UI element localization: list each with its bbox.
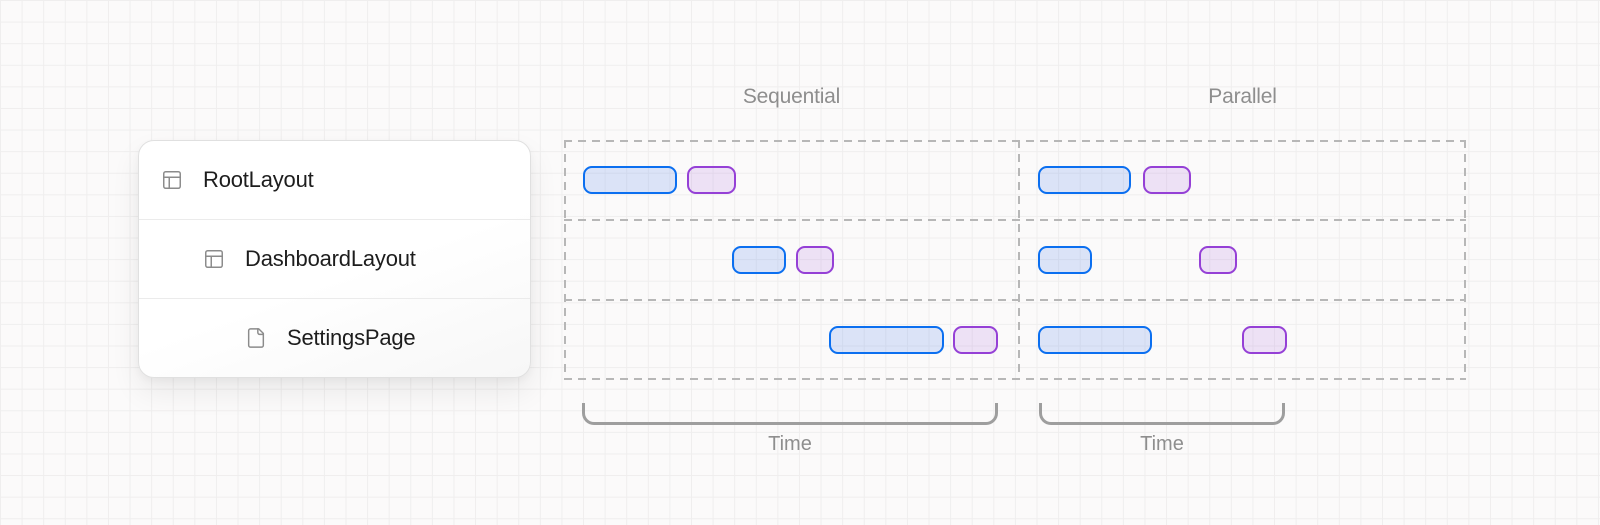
panels-top-left-icon [161, 169, 183, 191]
dashed-column-divider [1018, 140, 1020, 380]
dashed-border-bottom [564, 378, 1466, 380]
render-timeline-diagram: Sequential Parallel Time Time [564, 85, 1466, 455]
sequential-column-label: Sequential [742, 85, 841, 108]
tree-row-label: SettingsPage [287, 325, 416, 350]
sequential-time-bracket: Time [582, 403, 998, 455]
sequential-row3-purple-bar [953, 326, 998, 354]
parallel-row3-blue-bar [1038, 326, 1152, 354]
sequential-row1-purple-bar [687, 166, 736, 194]
parallel-timeline-column [1019, 140, 1466, 380]
dashed-border-right [1464, 140, 1466, 380]
file-icon [245, 327, 267, 349]
sequential-row2-purple-bar [796, 246, 834, 274]
parallel-row1-purple-bar [1143, 166, 1191, 194]
tree-row-dashboardlayout: DashboardLayout [139, 219, 530, 298]
parallel-row3-purple-bar [1242, 326, 1287, 354]
parallel-row2-purple-bar [1199, 246, 1237, 274]
component-tree-card: RootLayout DashboardLayout SettingsPage [138, 140, 531, 378]
parallel-row1-blue-bar [1038, 166, 1131, 194]
sequential-row2-blue-bar [732, 246, 786, 274]
tree-row-settingspage: SettingsPage [139, 298, 530, 377]
sequential-row3-blue-bar [829, 326, 944, 354]
sequential-row1-blue-bar [583, 166, 677, 194]
sequential-time-label: Time [768, 433, 812, 455]
parallel-column-label: Parallel [1208, 85, 1277, 108]
tree-row-label: DashboardLayout [245, 246, 416, 271]
panels-top-left-icon [203, 248, 225, 270]
parallel-time-bracket: Time [1039, 403, 1285, 455]
sequential-timeline-column [564, 140, 1019, 380]
dashed-border-top [564, 140, 1466, 142]
dashed-border-left [564, 140, 566, 380]
dashed-row-divider-2 [564, 299, 1466, 301]
tree-row-rootlayout: RootLayout [139, 141, 530, 219]
dashed-row-divider-1 [564, 219, 1466, 221]
tree-row-label: RootLayout [203, 167, 314, 192]
parallel-row2-blue-bar [1038, 246, 1092, 274]
parallel-time-label: Time [1140, 433, 1184, 455]
